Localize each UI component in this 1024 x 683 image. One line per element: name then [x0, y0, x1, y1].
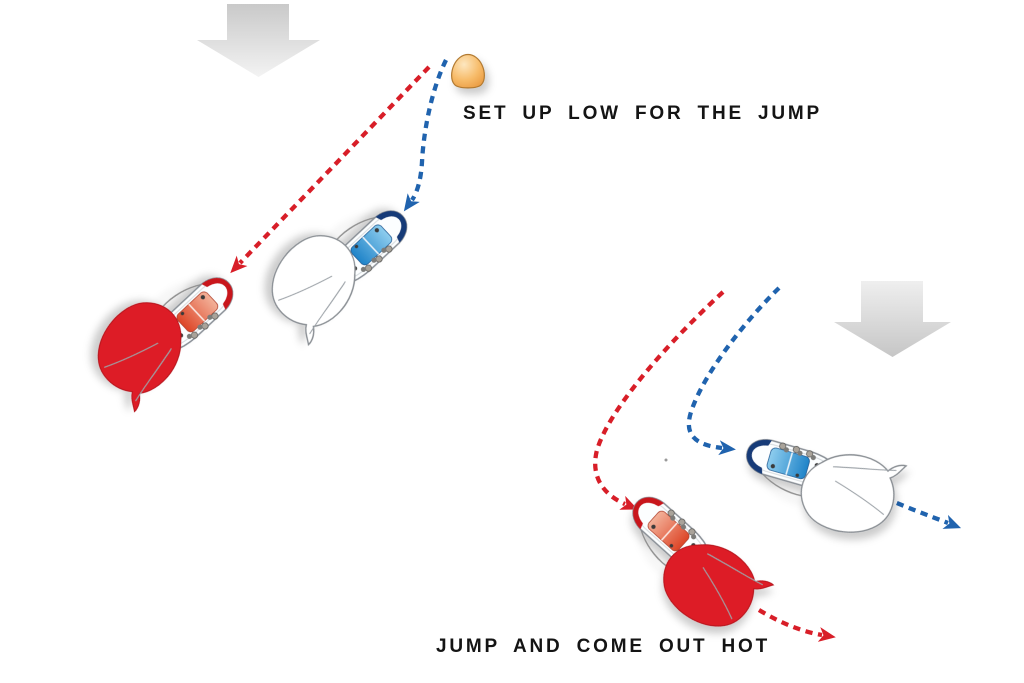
blue-boat-bottom-icon [741, 434, 907, 546]
red-course-top [230, 65, 431, 274]
blue-boat-top-icon [252, 200, 416, 346]
blue-course-top [403, 59, 448, 212]
caption-jump-come-out-hot: JUMP AND COME OUT HOT [436, 636, 771, 657]
blue-course-bottom-exit [884, 496, 962, 529]
caption-set-up-low: SET UP LOW FOR THE JUMP [463, 103, 823, 124]
scene-top [78, 53, 485, 413]
red-course-bottom-exit [757, 608, 836, 642]
race-mark-buoy-icon [451, 53, 485, 89]
red-boat-top-icon [78, 267, 242, 413]
stray-mark [664, 458, 668, 462]
wind-arrow-bottom-icon [834, 281, 951, 357]
scene-bottom [593, 286, 962, 647]
red-boat-bottom-icon [623, 488, 774, 647]
blue-course-bottom-entry [686, 286, 781, 456]
red-course-bottom-entry [593, 290, 725, 510]
wind-arrow-top-icon [197, 4, 320, 77]
